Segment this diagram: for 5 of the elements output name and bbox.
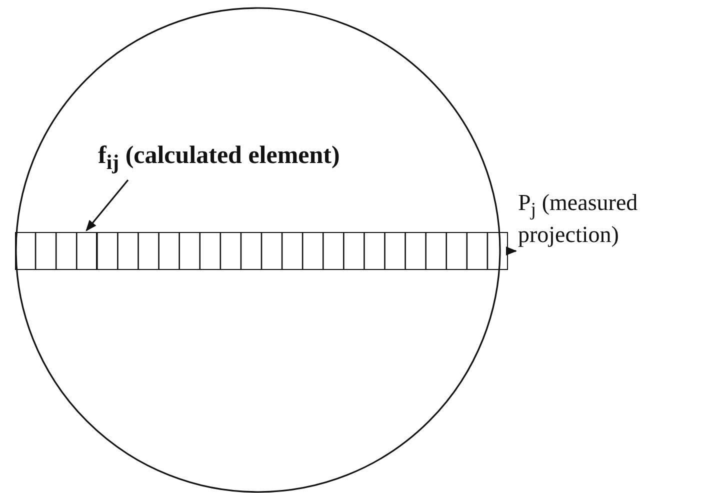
caption-text: P$_{j}$ (measured projection) [518,190,639,248]
arrow [506,246,518,256]
strip-bar [15,232,508,270]
leader-arrow [86,180,129,232]
caption-text: f$_{ij}$ (calculated element) [98,142,341,175]
